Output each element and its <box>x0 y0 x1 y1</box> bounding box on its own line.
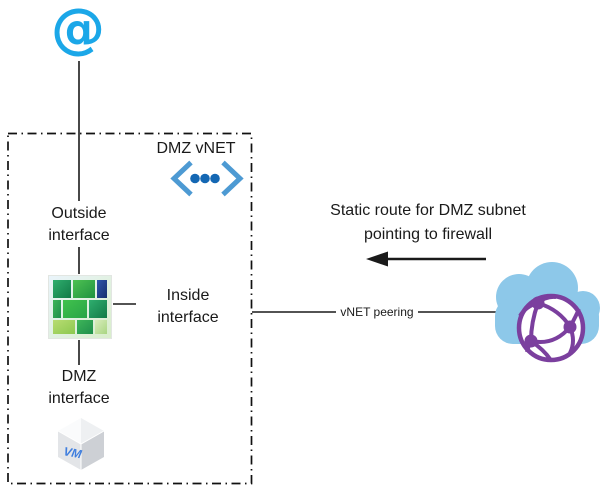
inside-interface-label: Inside interface <box>157 287 219 326</box>
vnet-icon <box>170 160 244 197</box>
vnet-right-chevron <box>221 160 244 197</box>
static-route-arrow <box>366 251 486 267</box>
globe-node-right <box>563 320 577 334</box>
vnet-left-chevron <box>170 160 193 197</box>
static-route-annotation: Static route for DMZ subnet pointing to … <box>330 202 526 243</box>
dmz-vnet-title: DMZ vNET <box>156 140 236 157</box>
arrowhead-left <box>366 251 388 267</box>
globe-node-bottom <box>524 334 538 348</box>
firewall-icon <box>48 275 112 339</box>
vm-cube-top-left <box>58 418 81 444</box>
vnet-dot-3 <box>210 173 220 184</box>
internet-at-icon: @ <box>51 0 105 60</box>
globe-node-top <box>531 296 545 310</box>
network-globe <box>516 293 586 363</box>
vnet-peering-label: vNET peering <box>336 304 418 321</box>
vnet-dot-1 <box>190 173 200 184</box>
dmz-interface-label: DMZ interface <box>48 368 110 407</box>
vnet-dot-2 <box>200 173 210 184</box>
dmz-vnet-boundary <box>7 132 253 485</box>
vm-label: VM <box>62 444 83 461</box>
vm-icon: VM <box>57 418 105 470</box>
peered-vnet-cloud-icon <box>495 262 600 363</box>
vm-cube-top-right <box>81 418 104 444</box>
outside-interface-label: Outside interface <box>48 205 110 244</box>
